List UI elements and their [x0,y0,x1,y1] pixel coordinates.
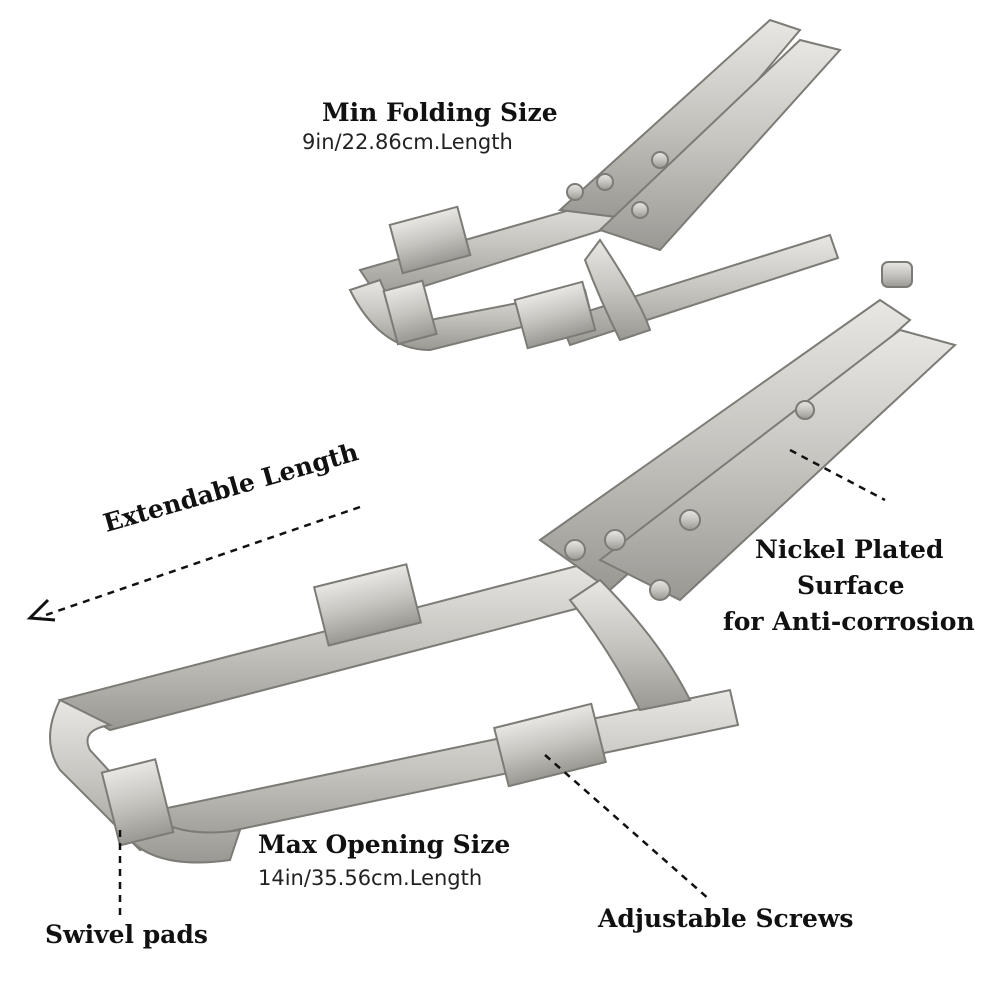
folded-clamp [348,18,842,352]
max-opening-title: Max Opening Size [258,830,511,859]
swivel-pads-label: Swivel pads [45,920,208,949]
annotation-lines [39,448,886,915]
min-folding-value: 9in/22.86cm.Length [302,130,513,154]
arrow-left-icon [26,598,56,622]
nickel-label-line1: Nickel Plated [755,535,944,564]
nickel-label-line3: for Anti-corrosion [723,607,975,636]
adjustable-screws-label: Adjustable Screws [598,904,854,933]
min-folding-title: Min Folding Size [322,98,558,127]
nickel-label-line2: Surface [797,571,905,600]
max-opening-value: 14in/35.56cm.Length [258,866,483,890]
extended-clamp [49,261,958,864]
